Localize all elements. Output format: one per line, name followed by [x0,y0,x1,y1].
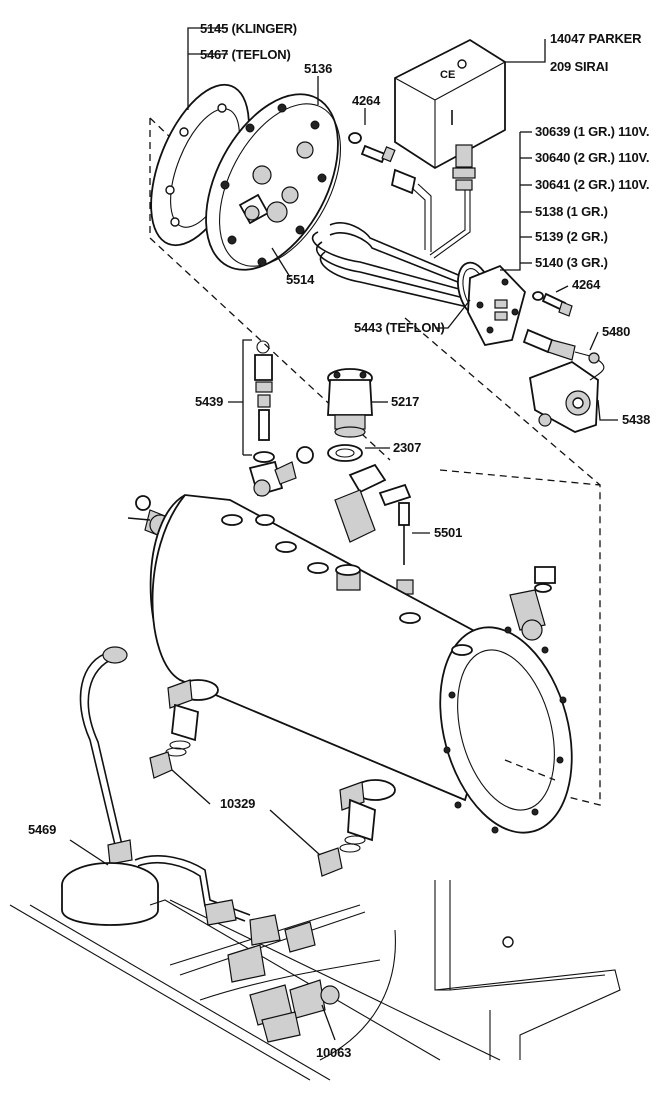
nipple-fitting [390,168,432,252]
label-30640: 30640 (2 GR.) 110V. [535,150,649,165]
label-10063: 10063 [316,1045,351,1060]
label-5145: 5145 (KLINGER) [200,21,297,36]
label-5480: 5480 [602,324,630,339]
washer-2307 [327,444,363,462]
flange-5136 [205,93,342,271]
valve-10063 [204,899,340,1043]
label-5139: 5139 (2 GR.) [535,229,608,244]
label-5439: 5439 [195,394,223,409]
label-5136: 5136 [304,61,332,76]
valve-5439 [248,340,314,497]
bolt-top [348,132,396,164]
fitting-5480 [522,328,600,364]
label-4264-right: 4264 [572,277,601,292]
bracket-5438 [528,359,605,433]
label-209: 209 SIRAI [550,59,608,74]
label-5501: 5501 [434,525,462,540]
valve-5217 [327,368,373,438]
svg-text:CE: CE [440,69,455,81]
fitting-10329-left [149,679,219,779]
label-5469: 5469 [28,822,56,837]
fitting-10329-right [317,779,396,877]
label-2307: 2307 [393,440,421,455]
leader-lines [69,27,618,1041]
label-30641: 30641 (2 GR.) 110V. [535,177,649,192]
label-5217: 5217 [391,394,419,409]
label-30639: 30639 (1 GR.) 110V. [535,124,649,139]
label-5467: 5467 (TEFLON) [200,47,291,62]
machine-frame [9,880,621,1081]
label-5443: 5443 (TEFLON) [354,320,445,335]
label-4264-top: 4264 [352,93,381,108]
part-labels: 5145 (KLINGER) 5467 (TEFLON) 5136 4264 1… [28,21,650,1060]
label-5138: 5138 (1 GR.) [535,204,608,219]
tube-5469 [61,646,251,926]
pressostat: CE [394,38,506,259]
side-nipple-right [509,566,556,641]
label-14047: 14047 PARKER [550,31,642,46]
bolt-right [532,291,573,317]
label-5140: 5140 (3 GR.) [535,255,608,270]
label-10329: 10329 [220,796,255,811]
label-5438: 5438 [622,412,650,427]
heating-element [311,222,527,347]
label-5514: 5514 [286,272,315,287]
boiler-body [149,494,573,834]
